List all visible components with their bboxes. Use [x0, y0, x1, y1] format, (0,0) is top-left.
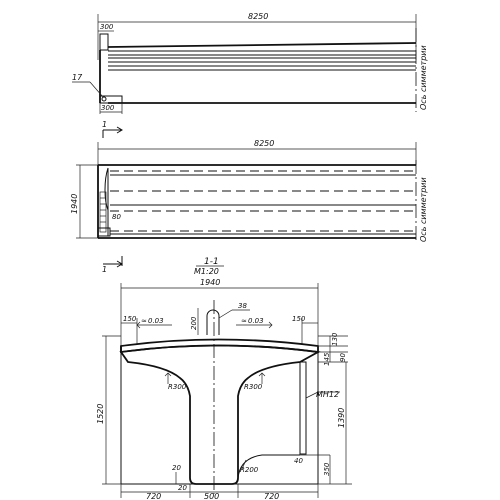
svg-text:≈: ≈: [241, 317, 247, 325]
top-end-width-top: 300: [100, 23, 114, 31]
slope-right: 0.03: [248, 317, 264, 325]
top-callout-17: 17: [72, 73, 83, 82]
section-width-label: 1940: [200, 278, 220, 287]
dim-20-a: 20: [172, 464, 181, 472]
section-view: 1-1 М1:20 1940 150 150 0.03 ≈ 0.03 ≈ 200…: [96, 257, 352, 500]
radius-bottom: R200: [240, 466, 259, 474]
plan-end-curve: [104, 167, 109, 211]
top-rib: [206, 309, 220, 335]
top-edge-line: [107, 42, 417, 48]
embedded-plate: [299, 361, 307, 455]
beam-web: [119, 344, 321, 485]
plan-view: 1 8250 1940 80 Ось симм: [70, 120, 428, 274]
flange-offset-right: 150: [292, 315, 306, 323]
plan-height-label: 1940: [70, 194, 79, 214]
bottom-left-dim: 720: [146, 492, 161, 500]
top-axis-label: Ось симметрии: [419, 45, 428, 110]
dim-90: 90: [339, 353, 347, 362]
top-length-label: 8250: [248, 12, 268, 21]
top-end-block: [99, 33, 109, 51]
overall-height-label: 1520: [96, 404, 105, 424]
plan-axis-label: Ось симметрии: [419, 177, 428, 242]
section-title: 1-1: [204, 257, 219, 267]
svg-text:≈: ≈: [141, 317, 147, 325]
dim-20-b: 20: [178, 484, 187, 492]
top-support-pad: [99, 95, 123, 104]
dim-40: 40: [294, 457, 303, 465]
plan-section-mark-bottom: 1: [102, 265, 107, 274]
bottom-fillet: [237, 454, 300, 479]
slope-left: 0.03: [148, 317, 164, 325]
section-scale: М1:20: [194, 267, 219, 276]
rib-height: 200: [190, 316, 198, 330]
bottom-mid-dim: 500: [204, 492, 219, 500]
plan-inner-dim: 80: [112, 213, 121, 221]
rib-width: 38: [238, 302, 247, 310]
dim-145: 145: [323, 352, 331, 366]
web-height-label: 1390: [337, 408, 346, 428]
radius-right: R300: [244, 383, 263, 391]
radius-left: R300: [168, 383, 187, 391]
bottom-right-dim: 720: [264, 492, 279, 500]
plan-length-label: 8250: [254, 139, 274, 148]
plan-section-mark-top: 1: [102, 120, 107, 129]
top-view: 8250 300 17 300 Ось симметрии: [72, 12, 428, 114]
top-embedded-marker: [101, 96, 107, 102]
embedded-part-label: МН12: [316, 390, 339, 399]
top-end-width-bottom: 300: [101, 104, 115, 112]
dim-130: 130: [331, 332, 339, 346]
flange-offset-left: 150: [123, 315, 137, 323]
plan-support-pad: [97, 227, 111, 237]
dim-350: 350: [323, 462, 331, 476]
